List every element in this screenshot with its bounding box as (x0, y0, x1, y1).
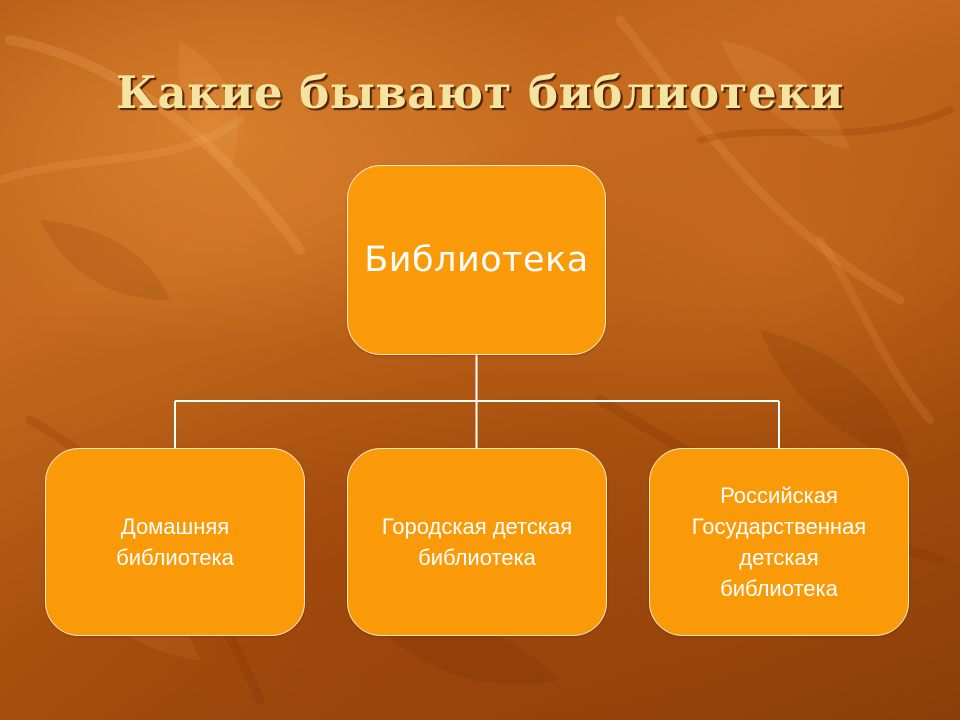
node-russian-state-children-library-label: Российская Государственная детская библи… (691, 483, 867, 601)
node-russian-state-children-library: Российская Государственная детская библи… (649, 448, 909, 636)
node-home-library: Домашняя библиотека (45, 448, 305, 636)
node-library-label: Библиотека (364, 240, 589, 280)
node-home-library-label: Домашняя библиотека (116, 514, 234, 570)
node-library: Библиотека (347, 165, 606, 355)
node-city-children-library-label: Городская детская библиотека (381, 514, 573, 570)
slide-title: Какие бывают библиотеки (116, 66, 844, 119)
node-city-children-library: Городская детская библиотека (347, 448, 607, 636)
